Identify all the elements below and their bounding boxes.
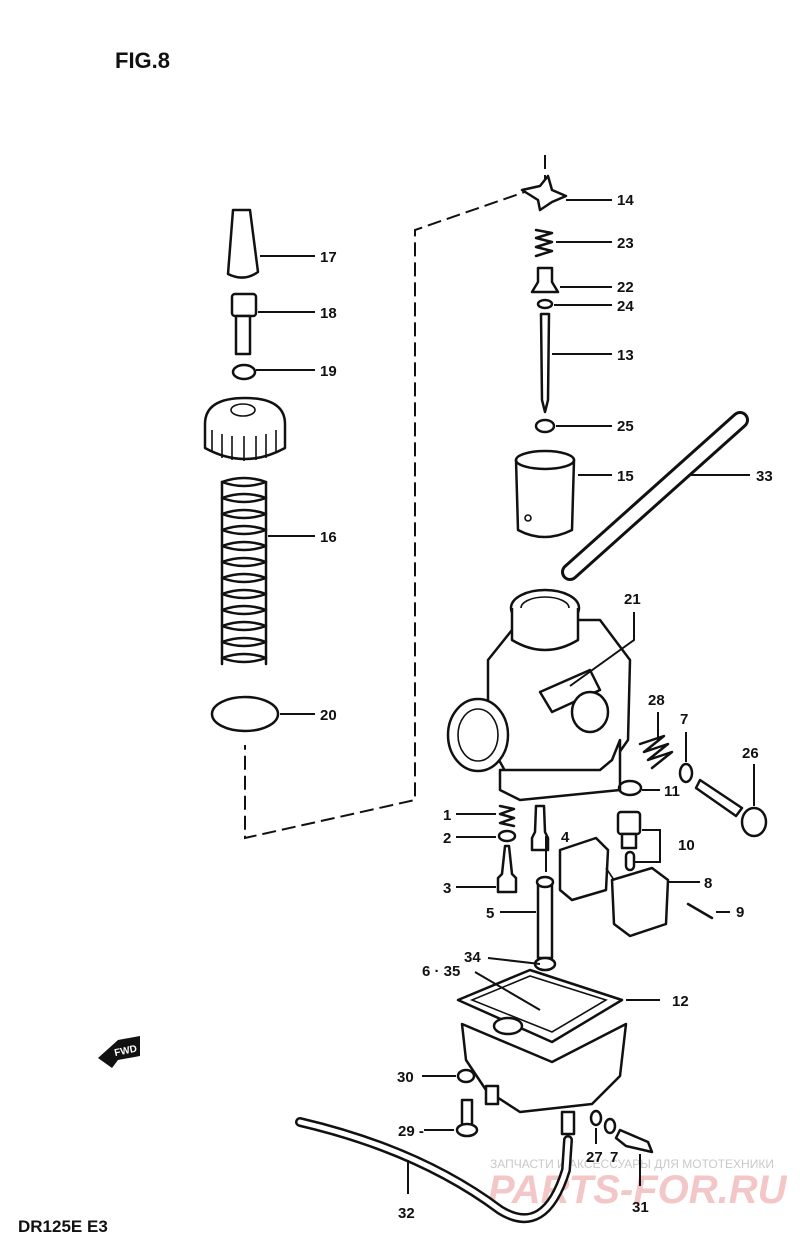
callout-27: 27 xyxy=(586,1149,603,1166)
part-2-washer-icon xyxy=(497,829,517,843)
callout-11: 11 xyxy=(664,783,680,800)
part-7-o-ring-lower-icon xyxy=(603,1117,617,1135)
part-26-screw-icon xyxy=(694,778,768,838)
fwd-label: FWD xyxy=(114,1044,139,1059)
part-24-washer-icon xyxy=(536,298,554,310)
callout-34: 34 xyxy=(464,949,481,966)
callout-13: 13 xyxy=(617,347,634,364)
part-19-nut-icon xyxy=(231,363,257,381)
carburetor-body-icon xyxy=(446,588,632,802)
part-15-throttle-valve-icon xyxy=(514,449,576,539)
part-13-needle-icon xyxy=(539,312,551,414)
part-7-o-ring-icon xyxy=(678,762,694,784)
callout-19: 19 xyxy=(320,363,337,380)
callout-32: 32 xyxy=(398,1205,415,1222)
callout-24: 24 xyxy=(617,298,634,315)
watermark-brand: PARTS-FOR.RU xyxy=(488,1168,788,1212)
part-30-nut-icon xyxy=(456,1068,476,1084)
callout-14: 14 xyxy=(617,192,634,209)
part-17-cap-icon xyxy=(226,208,260,279)
callout-9: 9 xyxy=(736,904,744,921)
callout-29: 29 - xyxy=(398,1123,424,1140)
figure-title: FIG.8 xyxy=(115,48,170,73)
callout-28: 28 xyxy=(648,692,665,709)
callout-18: 18 xyxy=(320,305,337,322)
part-25-washer-icon xyxy=(534,418,556,434)
callout-8: 8 xyxy=(704,875,712,892)
callout-31: 31 xyxy=(632,1199,649,1216)
part-5-needle-jet-icon xyxy=(536,878,554,960)
part-11-washer-icon xyxy=(617,779,643,797)
model-code: DR125E E3 xyxy=(18,1217,108,1236)
part-3-screw-icon xyxy=(496,844,518,894)
callout-6-35: 6 · 35 xyxy=(422,963,460,980)
callout-20: 20 xyxy=(320,707,337,724)
callout-23: 23 xyxy=(617,235,634,252)
part-20-o-ring-icon xyxy=(210,695,280,733)
callout-15: 15 xyxy=(617,468,634,485)
watermark-tagline: ЗАПЧАСТИ И АКСЕССУАРЫ ДЛЯ МОТОТЕХНИКИ xyxy=(490,1157,774,1171)
callout-2: 2 xyxy=(443,830,451,847)
leader-lines xyxy=(256,199,755,1194)
callout-22: 22 xyxy=(617,279,634,296)
part-16-spring-icon xyxy=(220,476,268,666)
callout-16: 16 xyxy=(320,529,337,546)
part-22-retainer-icon xyxy=(530,266,560,294)
callout-17: 17 xyxy=(320,249,337,266)
callout-5: 5 xyxy=(486,905,494,922)
fwd-arrow-icon: FWD xyxy=(98,1036,140,1068)
part-29-bolt-icon xyxy=(455,1098,479,1138)
callout-25: 25 xyxy=(617,418,634,435)
callout-10: 10 xyxy=(678,837,695,854)
callout-30: 30 xyxy=(397,1069,414,1086)
callout-26: 26 xyxy=(742,745,759,762)
callout-33: 33 xyxy=(756,468,773,485)
callout-7-upper: 7 xyxy=(680,711,688,728)
part-14-clip-icon xyxy=(520,174,568,212)
callout-1: 1 xyxy=(443,807,451,824)
part-27-o-ring-icon xyxy=(589,1109,603,1127)
part-28-spring-icon xyxy=(638,734,674,770)
callout-12: 12 xyxy=(672,993,689,1010)
part-8-float-icon xyxy=(558,836,670,938)
part-23-spring-icon xyxy=(534,228,554,258)
part-31-drain-screw-icon xyxy=(614,1128,654,1154)
part-12-float-bowl-icon xyxy=(456,968,628,1136)
callout-7-lower: 7 xyxy=(610,1149,618,1166)
part-9-pin-icon xyxy=(686,902,714,920)
callout-3: 3 xyxy=(443,880,451,897)
callout-21: 21 xyxy=(624,591,641,608)
part-4-jet-icon xyxy=(530,804,550,852)
part-1-spring-icon xyxy=(498,804,516,828)
callout-4: 4 xyxy=(561,829,570,846)
part-top-cap-icon xyxy=(203,396,287,461)
part-18-adjuster-icon xyxy=(230,292,258,356)
